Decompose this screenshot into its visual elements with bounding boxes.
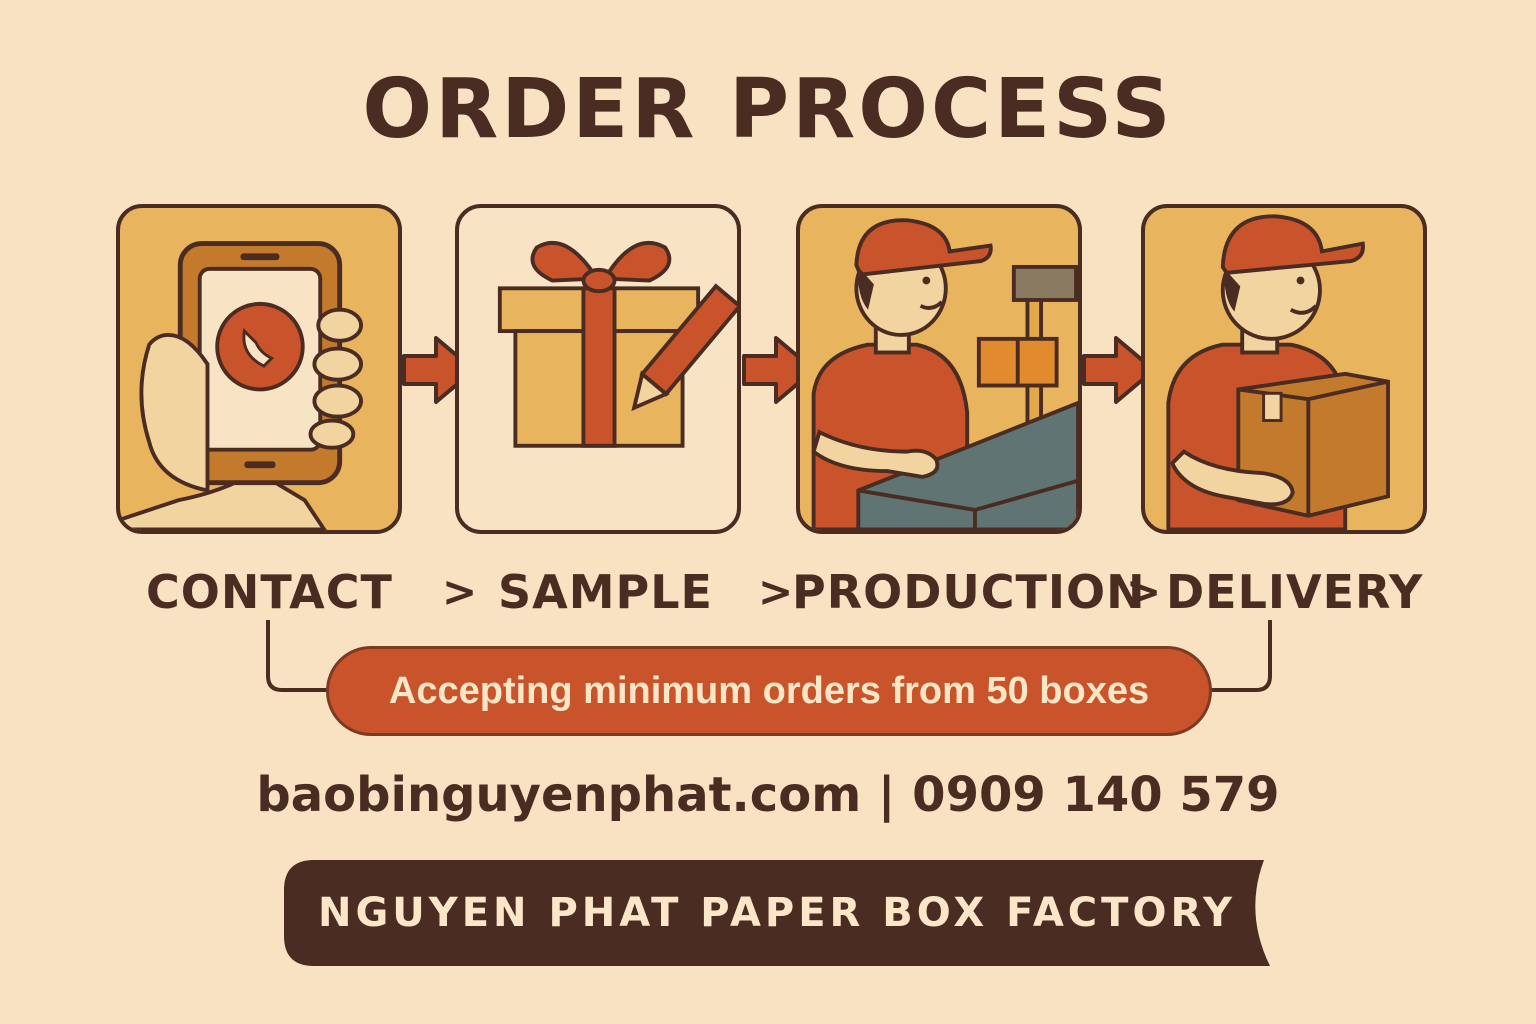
phone-call-icon [120,241,364,530]
page-title: ORDER PROCESS [362,62,1174,157]
step-label-sample: SAMPLE [498,565,713,619]
delivery-worker-icon [1166,214,1390,530]
arrow-right-icon [1082,336,1156,404]
arrow-right-icon [742,336,816,404]
worker-production-icon [811,218,1078,530]
chevron-right-icon: > [758,567,794,616]
contact-info: baobinguyenphat.com | 0909 140 579 [256,767,1280,823]
minimum-order-badge: Accepting minimum orders from 50 boxes [326,646,1212,736]
bracket-connector [266,620,1272,692]
step-label-production: PRODUCTION [792,565,1146,619]
step-label-delivery: DELIVERY [1166,565,1424,619]
step-delivery-card [1141,204,1427,534]
step-label-contact: CONTACT [146,565,393,619]
footer-banner-text: NGUYEN PHAT PAPER BOX FACTORY [317,890,1237,936]
chevron-right-icon: > [1126,567,1162,616]
step-production-card [796,204,1082,534]
footer-banner: NGUYEN PHAT PAPER BOX FACTORY [284,860,1270,966]
chevron-right-icon: > [442,567,478,616]
gift-box-pencil-icon [497,241,737,448]
step-contact-card [116,204,402,534]
step-sample-card [455,204,741,534]
